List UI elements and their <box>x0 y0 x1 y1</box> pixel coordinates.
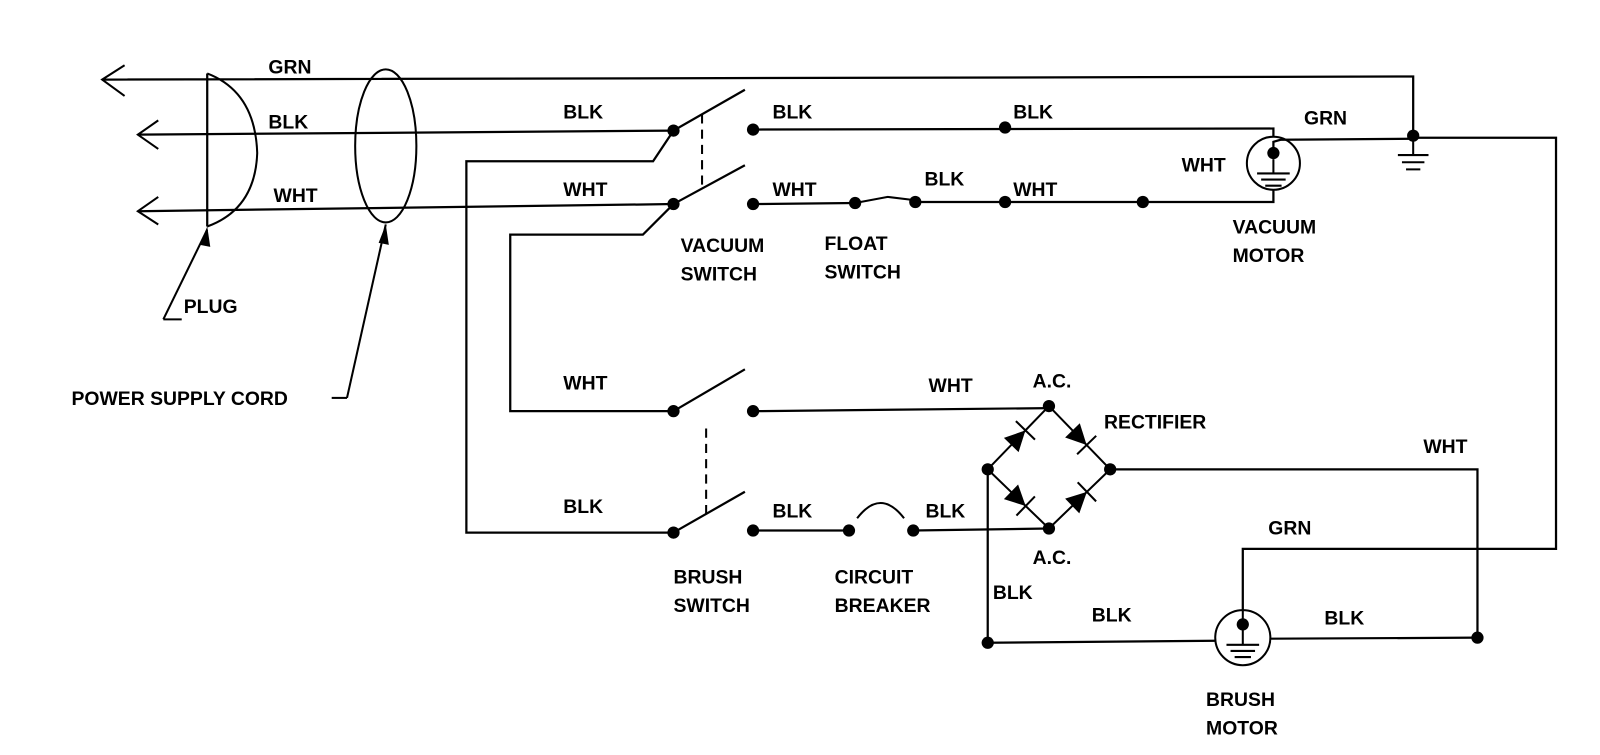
vacuum-switch <box>465 88 746 534</box>
label-blk: BLK <box>925 500 965 522</box>
label-blk: BLK <box>1092 604 1132 626</box>
vacuum-motor-black-wire <box>753 127 1275 137</box>
label-vacuum-motor: MOTOR <box>1233 245 1305 267</box>
label-grn: GRN <box>268 56 311 78</box>
label-blk: BLK <box>1013 101 1053 123</box>
label-brush-switch: BRUSH <box>673 567 742 589</box>
label-float-switch: SWITCH <box>824 262 900 284</box>
label-blk: BLK <box>1324 607 1364 629</box>
label-wht: WHT <box>563 179 607 201</box>
label-wht: WHT <box>1013 179 1057 201</box>
junction-dot <box>981 636 994 649</box>
junction-dot <box>746 197 760 211</box>
diode-bar <box>1076 435 1097 455</box>
junction-dot <box>667 526 680 539</box>
circuit-breaker <box>753 502 1049 532</box>
label-vacuum-switch: VACUUM <box>681 235 765 257</box>
diode-icon <box>1003 430 1026 453</box>
junction-dot <box>998 121 1012 134</box>
diode-bar <box>1015 495 1036 517</box>
label-circuit-breaker: BREAKER <box>835 595 931 617</box>
label-wht: WHT <box>274 185 318 207</box>
label-blk: BLK <box>924 169 964 191</box>
vacuum-motor <box>1245 135 1414 191</box>
label-wht: WHT <box>1182 154 1226 176</box>
junction-dot <box>981 463 994 476</box>
junction-dot <box>998 195 1012 209</box>
diode-bar <box>1076 481 1097 503</box>
label-ac-bottom: A.C. <box>1033 547 1072 569</box>
rectifier-white-wire <box>753 406 1049 413</box>
junction-dots <box>667 121 1484 649</box>
brush-motor <box>1214 609 1272 667</box>
label-wht: WHT <box>772 179 816 201</box>
diode-icon <box>1003 484 1026 507</box>
label-circuit-breaker: CIRCUIT <box>835 567 914 589</box>
junction-dot <box>1042 399 1056 413</box>
labels: GRN BLK WHT PLUG POWER SUPPLY CORD BLK W… <box>72 56 1468 739</box>
label-grn: GRN <box>1304 107 1347 129</box>
label-rectifier: RECTIFIER <box>1104 412 1206 434</box>
junction-dot <box>842 524 856 537</box>
green-ground-wire <box>100 64 1415 136</box>
label-wht: WHT <box>563 373 607 395</box>
junction-dot <box>1042 522 1056 535</box>
label-power-supply-cord: POWER SUPPLY CORD <box>72 388 288 410</box>
junction-dot <box>667 124 680 137</box>
label-grn: GRN <box>1268 518 1311 540</box>
ground-symbol <box>1397 135 1429 171</box>
junction-dot <box>909 195 922 209</box>
junction-dot <box>667 405 680 418</box>
label-blk: BLK <box>268 112 308 134</box>
float-switch <box>753 189 1275 206</box>
junction-dot <box>746 524 760 537</box>
diode-icon <box>1065 423 1087 446</box>
label-brush-motor: MOTOR <box>1206 718 1278 740</box>
label-wht: WHT <box>1423 436 1467 458</box>
black-line-wire <box>136 119 674 150</box>
junction-dot <box>667 197 680 211</box>
label-vacuum-motor: VACUUM <box>1233 217 1317 239</box>
label-blk: BLK <box>563 496 603 518</box>
junction-dot <box>1471 631 1484 644</box>
label-ac-top: A.C. <box>1033 371 1072 393</box>
green-to-brush-motor-wire <box>1241 136 1558 611</box>
junction-dot <box>1136 195 1149 209</box>
label-vacuum-switch: SWITCH <box>681 264 757 286</box>
plug-symbol <box>162 72 259 321</box>
label-blk: BLK <box>772 500 812 522</box>
white-neutral-wire <box>136 196 674 226</box>
junction-dot <box>746 123 760 136</box>
junction-dot <box>848 196 862 210</box>
label-wht: WHT <box>929 375 973 397</box>
power-cord-symbol <box>331 68 418 399</box>
junction-dot <box>746 405 760 418</box>
label-brush-switch: SWITCH <box>673 595 749 617</box>
diode-bar <box>1015 420 1036 441</box>
bridge-rectifier <box>986 404 1112 530</box>
brush-motor-black-wire <box>1270 636 1478 640</box>
junction-dot <box>907 524 920 537</box>
label-blk: BLK <box>563 101 603 123</box>
brush-switch <box>672 368 746 534</box>
diode-icon <box>1065 491 1087 514</box>
junction-dot <box>1104 463 1117 476</box>
rectifier-output-white-wire <box>1110 468 1479 638</box>
junction-dot <box>1407 129 1420 142</box>
label-float-switch: FLOAT <box>824 233 887 255</box>
label-brush-motor: BRUSH <box>1206 689 1275 711</box>
label-blk: BLK <box>993 582 1033 604</box>
label-plug: PLUG <box>184 296 238 318</box>
label-blk: BLK <box>772 101 812 123</box>
